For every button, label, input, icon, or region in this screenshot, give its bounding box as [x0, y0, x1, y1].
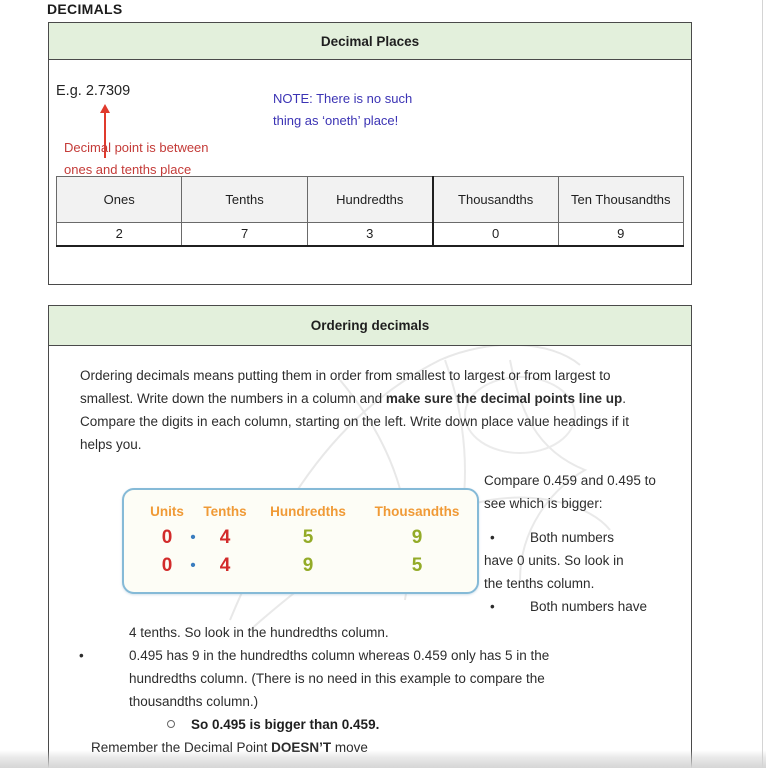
- col-header-tenths: Tenths: [181, 176, 308, 223]
- compare-bullet1-cont2: the tenths column.: [484, 576, 595, 591]
- decimal-places-header-label: Decimal Places: [320, 33, 420, 49]
- arrow-caption: Decimal point is between ones and tenths…: [64, 137, 209, 181]
- compare-text-column: Compare 0.459 and 0.495 to see which is …: [484, 469, 696, 618]
- circle-bullet-icon: [167, 720, 175, 728]
- conclusion-text: So 0.495 is bigger than 0.459.: [191, 717, 380, 732]
- oneth-note: NOTE: There is no such thing as ‘oneth’ …: [273, 88, 412, 132]
- compare-bullet2: • Both numbers have: [484, 595, 696, 618]
- compare-bullet2-cont: 4 tenths. So look in the hundredths colu…: [129, 625, 389, 640]
- ordering-decimals-section: Ordering decimals Ordering decimals mean…: [48, 305, 692, 768]
- compare-bullet1: • Both numbers: [484, 526, 696, 549]
- row2-units-digit: 0: [161, 555, 173, 576]
- page-title: DECIMALS: [47, 1, 123, 17]
- oneth-note-line2: thing as ‘oneth’ place!: [273, 113, 399, 128]
- remember-seg1: Remember the Decimal Point: [91, 740, 272, 755]
- decimal-point-arrow-icon: [100, 104, 110, 113]
- units-column: Units 0 0: [141, 500, 193, 580]
- units-column-header: Units: [150, 504, 184, 519]
- col-header-ten-thousandths: Ten Thousandths: [557, 176, 685, 223]
- compare-line2: see which is bigger:: [484, 496, 603, 511]
- page-right-edge: [762, 0, 763, 768]
- decimal-places-section: Decimal Places E.g. 2.7309 Decimal point…: [48, 22, 692, 285]
- intro-seg1: Ordering decimals means putting them in …: [80, 368, 611, 406]
- thousandths-column-header: Thousandths: [374, 504, 460, 519]
- compare-line1: Compare 0.459 and 0.495 to: [484, 473, 656, 488]
- ordering-decimals-header-label: Ordering decimals: [310, 318, 430, 333]
- row2-tenths-digit: 4: [219, 555, 231, 576]
- arrow-caption-line2: ones and tenths place: [64, 162, 192, 177]
- col-header-thousandths: Thousandths: [432, 176, 559, 223]
- cell-ten-thousandths: 9: [557, 222, 685, 247]
- bullet-icon: •: [490, 530, 495, 545]
- compare-bullet3-line2: hundredths column. (There is no need in …: [129, 671, 545, 686]
- row1-hundredths-digit: 5: [302, 527, 314, 548]
- compare-bullet1-cont1: have 0 units. So look in: [484, 553, 624, 568]
- row1-thousandths-digit: 9: [411, 527, 423, 548]
- remember-seg2-bold: DOESN’T: [271, 740, 332, 755]
- compare-bullet2-text: Both numbers have: [530, 599, 648, 614]
- place-value-table: Ones Tenths Hundredths Thousandths Ten T…: [55, 176, 685, 247]
- oneth-note-line1: NOTE: There is no such: [273, 91, 413, 106]
- place-value-header-row: Ones Tenths Hundredths Thousandths Ten T…: [55, 176, 685, 223]
- arrow-caption-line1: Decimal point is between: [64, 140, 209, 155]
- cell-hundredths: 3: [306, 222, 434, 247]
- thousandths-column: Thousandths 9 5: [361, 500, 473, 580]
- decimal-point-column: • •: [185, 500, 201, 580]
- row2-hundredths-digit: 9: [302, 555, 314, 576]
- row2-thousandths-digit: 5: [411, 555, 423, 576]
- decimal-places-header: Decimal Places: [49, 23, 691, 60]
- hundredths-column-header: Hundredths: [270, 504, 346, 519]
- place-value-value-row: 2 7 3 0 9: [55, 222, 685, 247]
- tenths-column: Tenths 4 4: [199, 500, 251, 580]
- ordering-decimals-header: Ordering decimals: [49, 306, 691, 346]
- compare-bullet1-text: Both numbers: [530, 530, 615, 545]
- intro-seg3: . Compare the digits in each column, sta…: [80, 391, 630, 452]
- cell-ones: 2: [55, 222, 183, 247]
- intro-seg2-bold: make sure the decimal points line up: [385, 391, 623, 406]
- comparison-place-value-box: Units 0 0 • • Tenths 4 4 Hundredths 5 9 …: [122, 488, 479, 594]
- decimal-point-arrow-line: [104, 112, 106, 158]
- row1-decimal-dot: •: [190, 529, 196, 546]
- compare-bullet3-line3: thousandths column.): [129, 694, 259, 709]
- remember-line: Remember the Decimal Point DOESN’T move: [91, 736, 368, 759]
- col-header-ones: Ones: [55, 176, 183, 223]
- tenths-column-header: Tenths: [203, 504, 247, 519]
- cell-thousandths: 0: [432, 222, 559, 247]
- bullet-icon: •: [79, 648, 84, 663]
- example-number: E.g. 2.7309: [56, 83, 131, 99]
- row1-units-digit: 0: [161, 527, 173, 548]
- cell-tenths: 7: [181, 222, 308, 247]
- bullet-icon: •: [490, 599, 495, 614]
- hundredths-column: Hundredths 5 9: [258, 500, 358, 580]
- row2-decimal-dot: •: [190, 557, 196, 574]
- remember-seg3: move: [331, 740, 368, 755]
- compare-bullet3-line1: 0.495 has 9 in the hundredths column whe…: [129, 648, 550, 663]
- row1-tenths-digit: 4: [219, 527, 231, 548]
- ordering-intro-paragraph: Ordering decimals means putting them in …: [80, 364, 640, 456]
- col-header-hundredths: Hundredths: [306, 176, 434, 223]
- compare-bullet3: 0.495 has 9 in the hundredths column whe…: [129, 644, 549, 713]
